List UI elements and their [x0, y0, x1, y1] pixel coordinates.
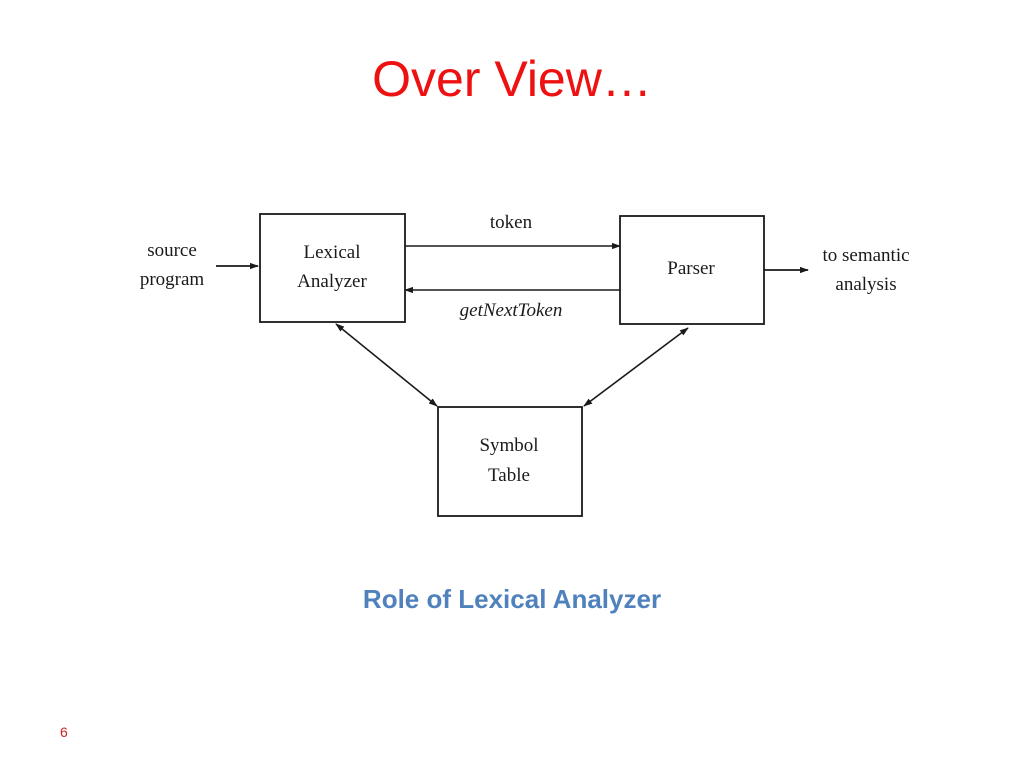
symbol-table-box: [437, 406, 583, 517]
slide-title: Over View…: [372, 51, 652, 107]
lexical-box-line1: Lexical: [304, 242, 361, 263]
symbol-box-line2: Table: [488, 465, 530, 486]
parser-symbol-link: [583, 327, 689, 407]
lexical-symbol-link: [335, 323, 438, 407]
parser-box-label: Parser: [667, 258, 715, 279]
lexical-analyzer-box: [259, 213, 406, 323]
output-label-line2: analysis: [835, 274, 896, 295]
symbol-box-line1: Symbol: [479, 435, 538, 456]
page-number: 6: [60, 724, 68, 740]
get-next-token-label: getNextToken: [460, 300, 563, 321]
source-label-line1: source: [147, 240, 197, 261]
output-label-line1: to semantic: [822, 245, 909, 266]
parser-box: [619, 215, 765, 325]
token-label: token: [490, 212, 533, 233]
source-label-line2: program: [140, 269, 205, 290]
lexical-box-line2: Analyzer: [297, 271, 367, 292]
diagram-caption: Role of Lexical Analyzer: [362, 584, 662, 614]
